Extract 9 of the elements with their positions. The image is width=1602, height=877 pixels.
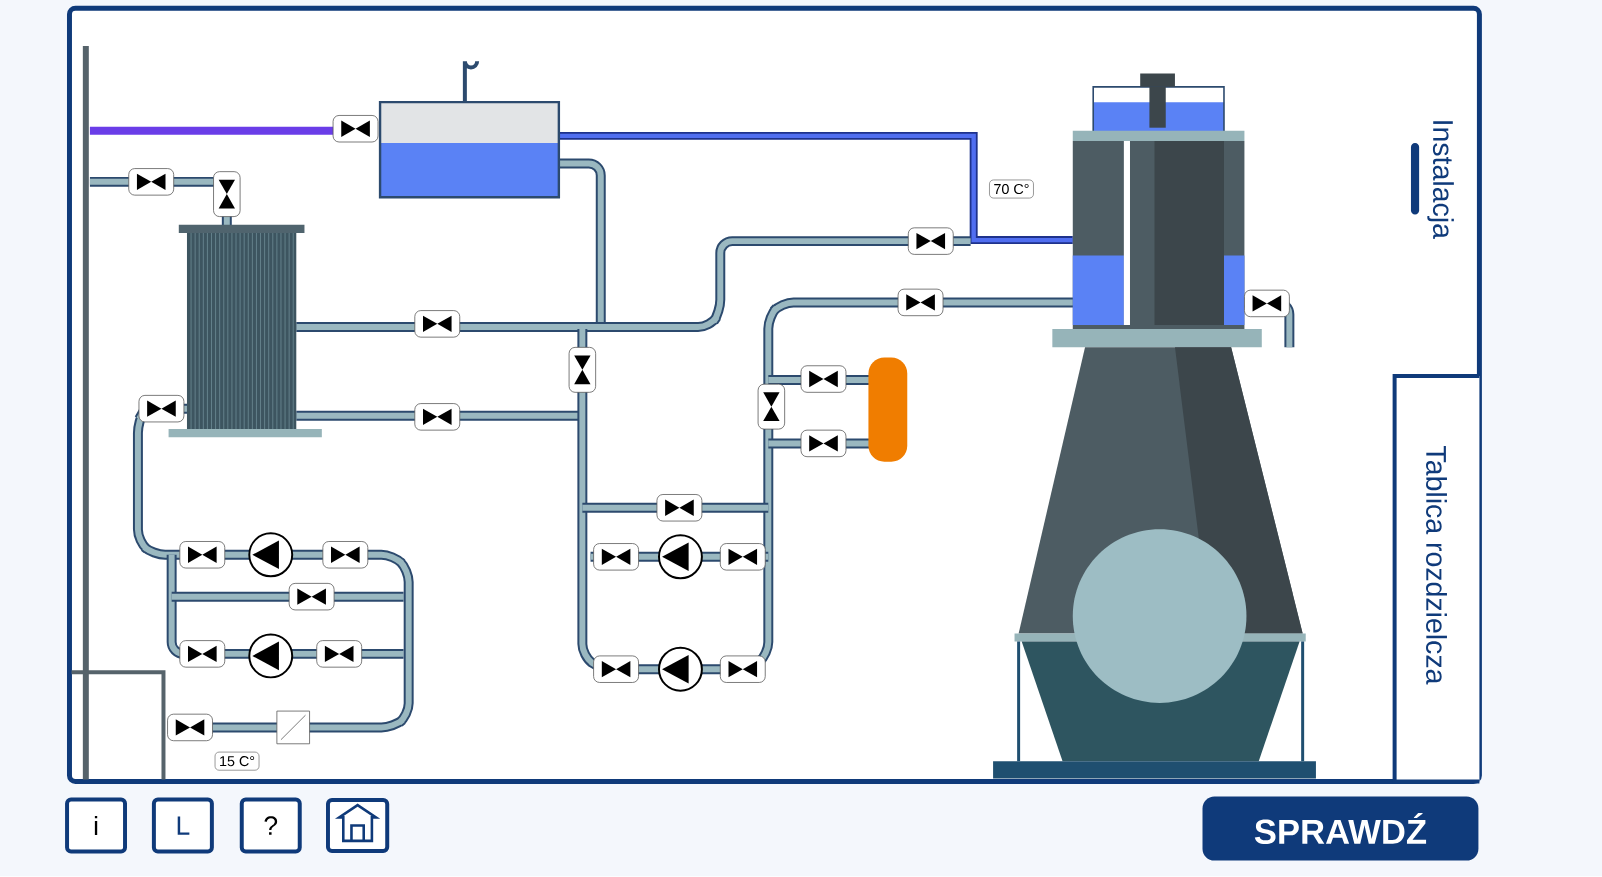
button: L: [151, 797, 214, 854]
tab: Tablica rozdzielcza: [1392, 374, 1482, 784]
button: ?: [239, 797, 302, 854]
node-label: Instalacja: [1427, 121, 1454, 240]
button: SPRAWDŹ: [1202, 796, 1479, 861]
button: i: [65, 797, 128, 854]
tab: Instalacja: [1410, 121, 1454, 240]
temperature-label: 15 C°: [214, 751, 260, 771]
temperature-label: 70 C°: [989, 179, 1034, 199]
